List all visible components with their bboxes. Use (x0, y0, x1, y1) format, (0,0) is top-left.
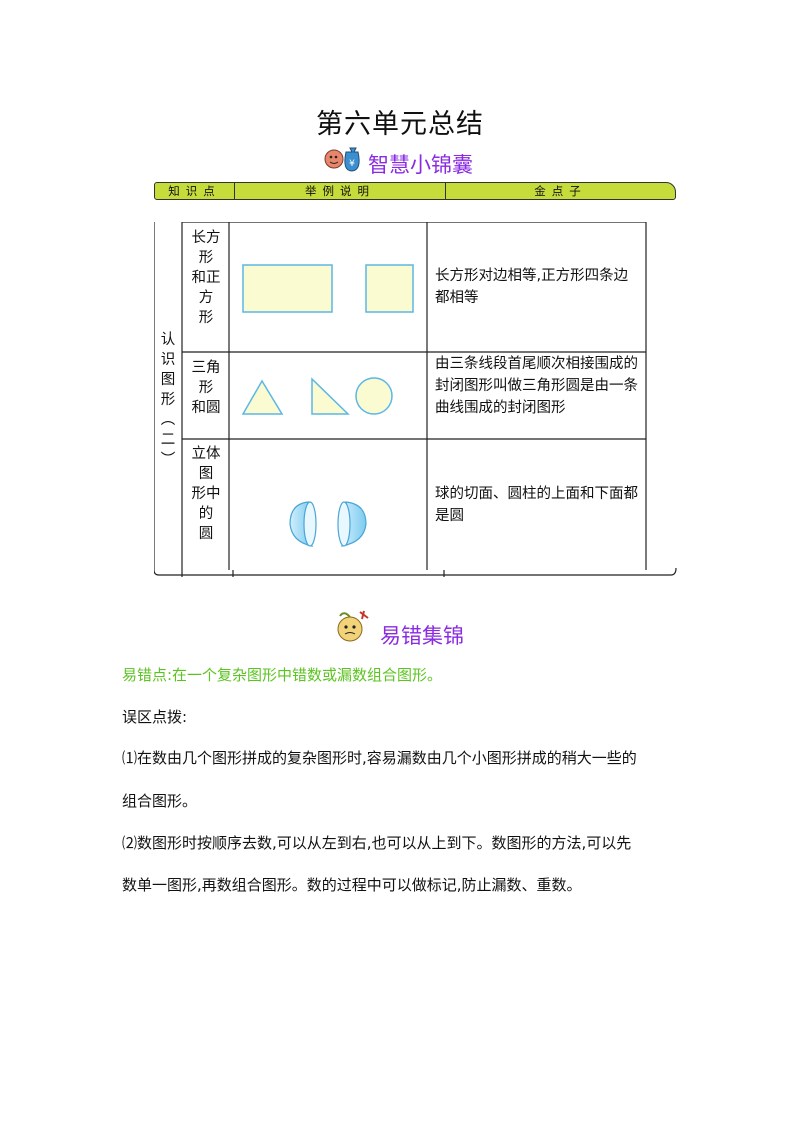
table-header: 知识点 举例说明 金点子 (154, 182, 676, 200)
region-label: 误区点拨: (122, 708, 188, 726)
summary-table: 认 识 图 形 ︵ 二 ︶ 长方 形 和正 方 形 长方形对边相等,正方形四条边… (154, 222, 677, 577)
topic-char: 形 (160, 392, 176, 408)
topic-char: ︶ (160, 452, 176, 468)
subtopic-line: 形 (198, 250, 214, 266)
row1-subtopic: 长方 形 和正 方 形 (183, 228, 229, 328)
topic-char: 识 (160, 352, 176, 368)
topic-char: 图 (160, 372, 176, 388)
row3-subtopic: 立体 图 形中 的 圆 (183, 444, 229, 544)
subtopic-line: 圆 (198, 526, 214, 542)
subtopic-line: 三角 (191, 360, 221, 376)
svg-text:¥: ¥ (349, 159, 355, 169)
header-cell-tips: 金点子 (445, 183, 675, 199)
subtopic-line: 形 (198, 310, 214, 326)
row2-note: 由三条线段首尾顺次相接围成的封闭图形叫做三角形圆是由一条曲线围成的封闭图形 (435, 356, 638, 416)
paragraph-1-line-1: ⑴在数由几个图形拼成的复杂图形时,容易漏数由几个小图形拼成的稍大一些的 (122, 749, 637, 767)
header-cell-knowledge: 知识点 (168, 184, 221, 198)
topic-char: ︵ (160, 412, 176, 428)
paragraph-2-line-1: ⑵数图形时按顺序去数,可以从左到右,也可以从上到下。数图形的方法,可以先 (122, 834, 632, 852)
topic-label: 认 识 图 形 ︵ 二 ︶ (156, 330, 180, 470)
error-point: 易错点:在一个复杂图形中错数或漏数组合图形。 (122, 666, 443, 684)
section-heading-tips: 智慧小锦囊 (368, 153, 473, 177)
row1-note: 长方形对边相等,正方形四条边都相等 (435, 268, 629, 306)
subtopic-line: 方 (198, 290, 214, 306)
cartoon-character-icon (332, 608, 372, 644)
subtopic-line: 图 (198, 466, 214, 482)
money-bag-icon: ¥ (322, 140, 362, 174)
header-cell-example: 举例说明 (234, 183, 445, 199)
paragraph-1-line-2: 组合图形。 (122, 792, 198, 810)
page-title: 第六单元总结 (316, 109, 484, 140)
subtopic-line: 的 (198, 506, 214, 522)
triangles-circle-illustration (230, 353, 426, 438)
row3-note: 球的切面、圆柱的上面和下面都是圆 (435, 486, 638, 524)
subtopic-line: 长方 (191, 230, 221, 246)
subtopic-line: 和正 (191, 270, 221, 286)
topic-char: 二 (160, 432, 176, 448)
subtopic-line: 和圆 (191, 400, 221, 416)
section-heading-errors: 易错集锦 (380, 624, 464, 648)
paragraph-2-line-2: 数单一图形,再数组合图形。数的过程中可以做标记,防止漏数、重数。 (122, 876, 582, 894)
hemispheres-illustration (230, 440, 426, 570)
subtopic-line: 形中 (191, 486, 221, 502)
row2-subtopic: 三角 形 和圆 (183, 358, 229, 418)
subtopic-line: 形 (198, 380, 214, 396)
rectangles-illustration (230, 223, 426, 351)
topic-char: 认 (160, 332, 176, 348)
subtopic-line: 立体 (191, 446, 221, 462)
